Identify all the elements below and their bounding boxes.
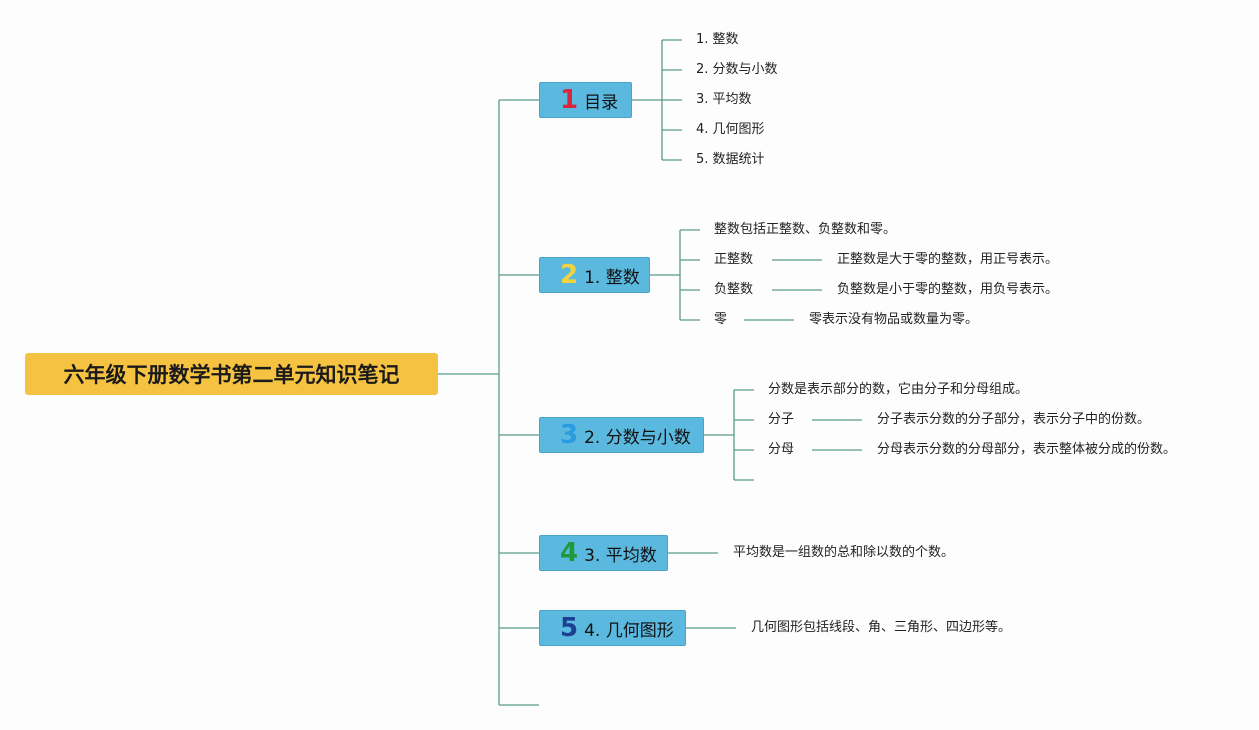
fractions-intro[interactable]: 分数是表示部分的数，它由分子和分母组成。 bbox=[768, 382, 1029, 397]
branch-contents[interactable]: 1 目录 bbox=[539, 82, 632, 118]
geometry-definition[interactable]: 几何图形包括线段、角、三角形、四边形等。 bbox=[751, 620, 1012, 635]
branch-average[interactable]: 4 3. 平均数 bbox=[539, 535, 668, 571]
contents-item[interactable]: 3. 平均数 bbox=[696, 92, 752, 107]
branch-number-2: 2 bbox=[560, 260, 579, 290]
branch-label: 目录 bbox=[584, 92, 619, 113]
contents-item[interactable]: 4. 几何图形 bbox=[696, 122, 765, 137]
term-label[interactable]: 分母 bbox=[768, 442, 795, 457]
branch-number-3: 3 bbox=[560, 420, 579, 450]
term-definition[interactable]: 零表示没有物品或数量为零。 bbox=[809, 312, 979, 327]
term-label[interactable]: 零 bbox=[714, 312, 728, 327]
branch-label: 3. 平均数 bbox=[584, 545, 657, 566]
branch-number-5: 5 bbox=[560, 613, 579, 643]
root-title: 六年级下册数学书第二单元知识笔记 bbox=[63, 363, 400, 387]
branch-integers[interactable]: 2 1. 整数 bbox=[539, 257, 650, 293]
branch-geometry[interactable]: 5 4. 几何图形 bbox=[539, 610, 686, 646]
branch-fractions-decimals[interactable]: 3 2. 分数与小数 bbox=[539, 417, 704, 453]
term-definition[interactable]: 正整数是大于零的整数，用正号表示。 bbox=[837, 252, 1059, 267]
term-definition[interactable]: 分子表示分数的分子部分，表示分子中的份数。 bbox=[877, 412, 1151, 427]
root-topic[interactable]: 六年级下册数学书第二单元知识笔记 bbox=[25, 353, 438, 395]
branch-label: 2. 分数与小数 bbox=[584, 427, 691, 448]
term-label[interactable]: 负整数 bbox=[714, 282, 754, 297]
branch-label: 4. 几何图形 bbox=[584, 620, 674, 641]
contents-item[interactable]: 5. 数据统计 bbox=[696, 152, 765, 167]
term-label[interactable]: 正整数 bbox=[714, 252, 754, 267]
contents-item[interactable]: 2. 分数与小数 bbox=[696, 62, 778, 77]
integers-intro[interactable]: 整数包括正整数、负整数和零。 bbox=[714, 222, 897, 237]
contents-item[interactable]: 1. 整数 bbox=[696, 32, 739, 47]
term-definition[interactable]: 负整数是小于零的整数，用负号表示。 bbox=[837, 282, 1059, 297]
average-definition[interactable]: 平均数是一组数的总和除以数的个数。 bbox=[733, 545, 955, 560]
term-label[interactable]: 分子 bbox=[768, 412, 795, 427]
branch-number-1: 1 bbox=[560, 85, 579, 115]
branch-number-4: 4 bbox=[560, 538, 579, 568]
branch-label: 1. 整数 bbox=[584, 267, 640, 288]
term-definition[interactable]: 分母表示分数的分母部分，表示整体被分成的份数。 bbox=[877, 442, 1177, 457]
